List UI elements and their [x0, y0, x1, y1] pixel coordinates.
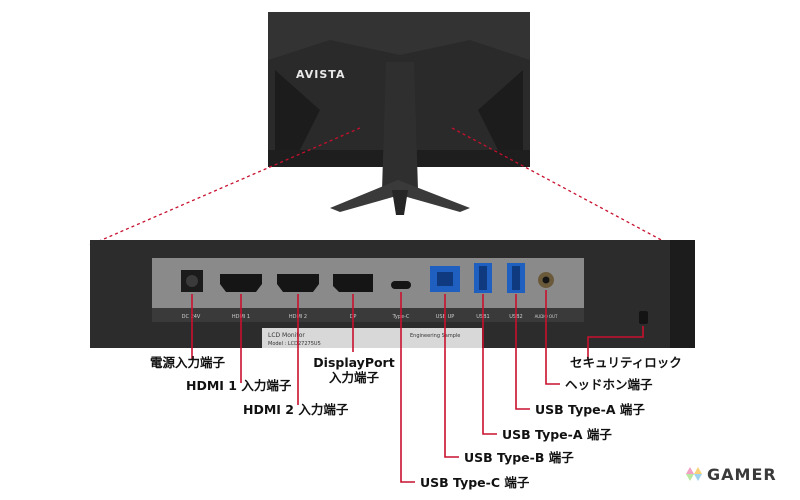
label-displayport-line2: 入力端子: [328, 370, 379, 385]
stand-base: [330, 180, 470, 212]
label-usb-a-2: USB Type-A 端子: [535, 402, 645, 417]
leader-usbb: [444, 294, 459, 458]
leader-usba1: [482, 294, 497, 435]
callout-leaders: [191, 290, 644, 483]
stand-neck: [382, 62, 418, 190]
gamer-logo-icon: [686, 467, 702, 481]
leader-security: [587, 326, 644, 360]
panel-side-vent: [670, 240, 695, 348]
displayport-port: [333, 274, 373, 292]
usb-c-port: [391, 281, 411, 289]
label-hdmi2-input: HDMI 2 入力端子: [243, 402, 349, 417]
hdmi1-port: [220, 274, 262, 292]
headphone-port-hole: [542, 276, 550, 284]
label-hdmi1-input: HDMI 1 入力端子: [186, 378, 292, 393]
usb-a1-port-inner: [479, 266, 487, 290]
monitor-back-left-vent: [275, 70, 320, 150]
port-panel-detail: LCD Monitor Model : LCD27275U5 Engineeri…: [90, 240, 695, 348]
security-lock-slot: [639, 311, 648, 324]
leader-headphone: [545, 290, 560, 385]
sticker-model: Model : LCD27275U5: [268, 341, 321, 347]
hdmi2-port: [277, 274, 319, 292]
label-displayport-line1: DisplayPort: [313, 355, 395, 370]
label-headphone: ヘッドホン端子: [565, 377, 653, 392]
label-security-lock: セキュリティロック: [570, 355, 682, 370]
usb-a2-port-inner: [512, 266, 520, 290]
dc-power-port-pin: [186, 275, 198, 287]
sticker-note: Engineering Sample: [410, 333, 460, 339]
label-usb-c: USB Type-C 端子: [420, 475, 530, 490]
zoom-leader-left: [89, 127, 361, 246]
zoom-leader-right: [451, 127, 696, 259]
leader-usba2: [515, 294, 530, 410]
silk-strip: [152, 308, 584, 322]
brand-logo: AVISTA: [296, 68, 345, 81]
stand-foot: [392, 190, 408, 215]
monitor-back: AVISTA: [268, 12, 530, 215]
leader-usbc: [400, 292, 415, 483]
sticker-title: LCD Monitor: [268, 332, 305, 339]
monitor-back-right-vent: [478, 70, 523, 150]
model-sticker: [262, 328, 482, 348]
monitor-back-upper-plate: [268, 12, 530, 60]
label-displayport: DisplayPort 入力端子: [308, 355, 400, 385]
usb-b-port-inner: [437, 272, 453, 286]
watermark-gamer: GAMER: [707, 465, 777, 484]
label-usb-b: USB Type-B 端子: [464, 450, 574, 465]
label-usb-a-1: USB Type-A 端子: [502, 427, 612, 442]
label-power-input: 電源入力端子: [150, 355, 226, 370]
